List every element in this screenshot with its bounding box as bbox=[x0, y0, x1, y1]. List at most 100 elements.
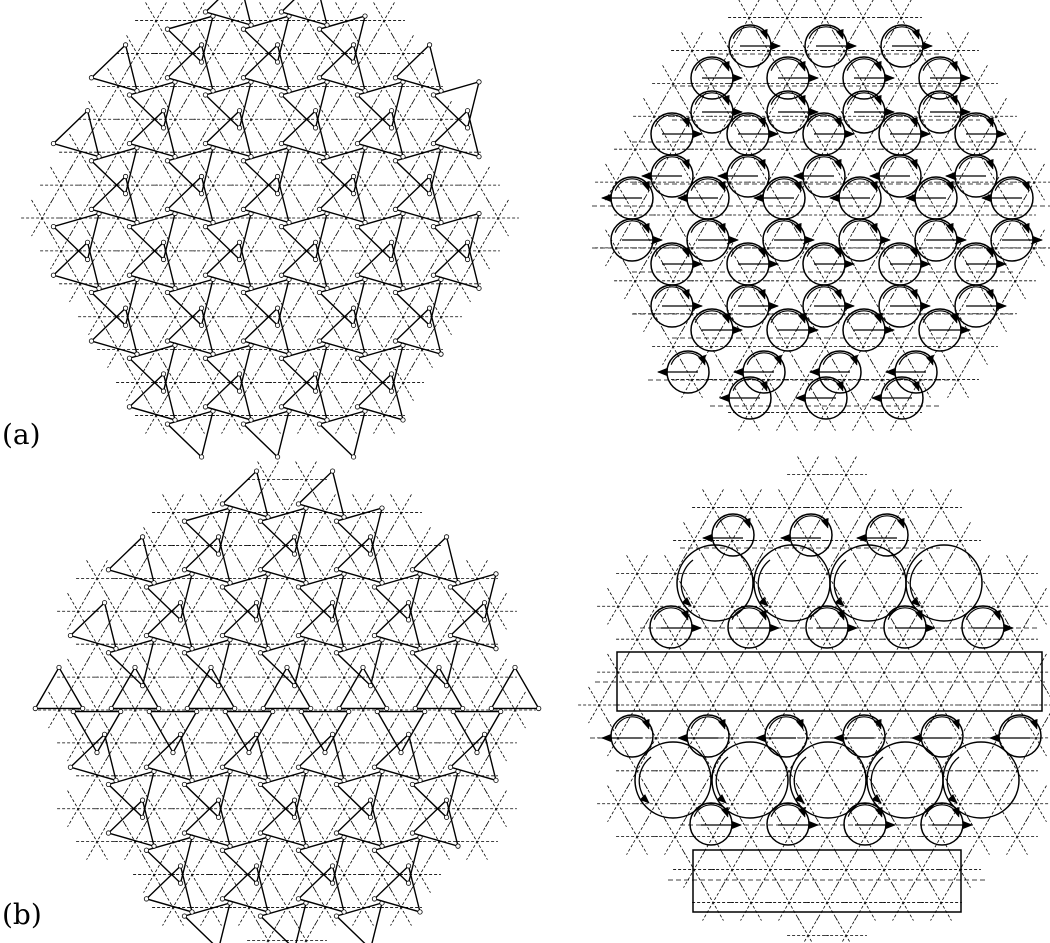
lattice-node bbox=[216, 815, 220, 819]
lattice-node bbox=[465, 257, 469, 261]
lattice-node bbox=[431, 141, 435, 145]
lattice-node bbox=[140, 798, 144, 802]
lattice-node bbox=[296, 848, 300, 852]
lattice-node bbox=[161, 389, 165, 393]
lattice-node bbox=[241, 422, 245, 426]
panel-b-partially-twisted-lattice bbox=[33, 462, 541, 943]
lattice-node bbox=[287, 89, 291, 93]
lattice-node bbox=[292, 815, 296, 819]
lattice-node bbox=[97, 154, 101, 158]
lattice-node bbox=[494, 778, 498, 782]
lattice-node bbox=[292, 552, 296, 556]
lattice-node bbox=[465, 108, 469, 112]
lattice-node bbox=[258, 651, 262, 655]
lattice-node bbox=[144, 765, 148, 769]
lattice-node bbox=[334, 782, 338, 786]
lattice-node bbox=[308, 706, 312, 710]
lattice-node bbox=[182, 519, 186, 523]
twisted-triangle bbox=[70, 603, 116, 649]
lattice-node bbox=[178, 864, 182, 868]
lattice-node bbox=[299, 709, 303, 713]
lattice-node bbox=[106, 831, 110, 835]
lattice-node bbox=[220, 848, 224, 852]
lattice-node bbox=[190, 910, 194, 914]
lattice-node bbox=[444, 535, 448, 539]
lattice-node bbox=[317, 339, 321, 343]
lattice-node bbox=[199, 43, 203, 47]
lattice-node bbox=[254, 469, 258, 473]
lattice-node bbox=[393, 159, 397, 163]
panel-a-twisted-kagome-lattice bbox=[21, 0, 519, 459]
lattice-node bbox=[279, 224, 283, 228]
lattice-node bbox=[337, 706, 341, 710]
lattice-node bbox=[334, 651, 338, 655]
rotation-circle bbox=[611, 715, 653, 757]
lattice-node bbox=[258, 519, 262, 523]
lattice-node bbox=[292, 798, 296, 802]
lattice-node bbox=[114, 778, 118, 782]
lattice-node bbox=[258, 568, 262, 572]
lattice-node bbox=[393, 207, 397, 211]
lattice-node bbox=[325, 23, 329, 27]
rotation-circle bbox=[843, 715, 885, 757]
lattice-node bbox=[342, 515, 346, 519]
lattice-node bbox=[173, 418, 177, 422]
lattice-node bbox=[372, 765, 376, 769]
lattice-node bbox=[140, 535, 144, 539]
rotation-circle bbox=[690, 803, 732, 845]
lattice-node bbox=[427, 191, 431, 195]
lattice-node bbox=[513, 665, 517, 669]
lattice-node bbox=[71, 709, 75, 713]
rotation-circle bbox=[921, 803, 963, 845]
lattice-node bbox=[185, 706, 189, 710]
lattice-node bbox=[220, 897, 224, 901]
lattice-node bbox=[477, 286, 481, 290]
lattice-node bbox=[190, 778, 194, 782]
lattice-node bbox=[237, 108, 241, 112]
lattice-node bbox=[317, 159, 321, 163]
lattice-node bbox=[178, 732, 182, 736]
lattice-node bbox=[247, 750, 251, 754]
lattice-node bbox=[203, 356, 207, 360]
lattice-node bbox=[165, 159, 169, 163]
lattice-node bbox=[275, 323, 279, 327]
lattice-node bbox=[199, 455, 203, 459]
lattice-node bbox=[477, 154, 481, 158]
lattice-node bbox=[266, 515, 270, 519]
lattice-node bbox=[494, 572, 498, 576]
lattice-node bbox=[325, 418, 329, 422]
rotation-circle bbox=[844, 803, 886, 845]
lattice-node bbox=[431, 93, 435, 97]
lattice-node bbox=[287, 220, 291, 224]
lattice-node bbox=[161, 108, 165, 112]
lattice-node bbox=[346, 709, 350, 713]
lattice-node bbox=[427, 323, 431, 327]
lattice-node bbox=[330, 732, 334, 736]
dashed-bond bbox=[258, 922, 279, 943]
lattice-node bbox=[228, 581, 232, 585]
lattice-node bbox=[355, 356, 359, 360]
lattice-node bbox=[182, 782, 186, 786]
lattice-node bbox=[237, 126, 241, 130]
lattice-node bbox=[199, 306, 203, 310]
lattice-node bbox=[211, 220, 215, 224]
lattice-node bbox=[152, 581, 156, 585]
lattice-node bbox=[287, 352, 291, 356]
lattice-node bbox=[456, 844, 460, 848]
rotation-circle bbox=[806, 606, 848, 648]
lattice-node bbox=[418, 910, 422, 914]
lattice-node bbox=[389, 240, 393, 244]
lattice-node bbox=[261, 706, 265, 710]
lattice-node bbox=[368, 552, 372, 556]
lattice-node bbox=[482, 732, 486, 736]
lattice-node bbox=[389, 126, 393, 130]
lattice-node bbox=[266, 646, 270, 650]
lattice-node bbox=[140, 815, 144, 819]
rotation-arrow bbox=[794, 757, 806, 803]
lattice-node bbox=[399, 750, 403, 754]
lattice-node bbox=[410, 651, 414, 655]
lattice-node bbox=[279, 10, 283, 14]
lattice-node bbox=[127, 141, 131, 145]
lattice-node bbox=[380, 844, 384, 848]
lattice-node bbox=[406, 618, 410, 622]
